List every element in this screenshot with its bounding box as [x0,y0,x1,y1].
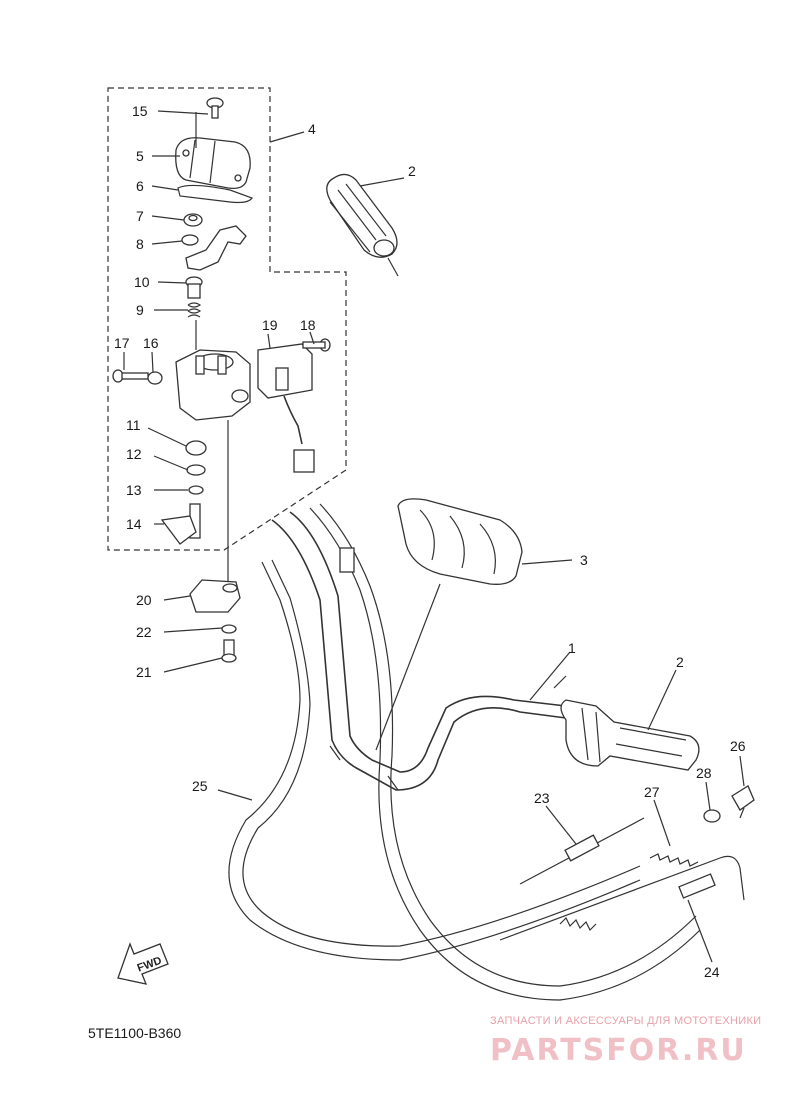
part-5-cover [175,137,251,190]
callout-21: 21 [136,664,152,680]
callout-15: 15 [132,103,148,119]
callout-23: 23 [534,790,550,806]
watermark: ЗАПЧАСТИ И АКСЕССУАРЫ ДЛЯ МОТОТЕХНИКИ PA… [490,1015,761,1068]
callout-25: 25 [192,778,208,794]
part-2-grip-upper [326,173,399,277]
part-14-shaft [160,503,201,545]
callout-24: 24 [704,964,720,980]
part-17-screw [112,369,149,383]
callout-2-lower: 2 [676,654,684,670]
fwd-arrow: FWD [117,942,169,985]
part-6-gasket [177,184,253,204]
part-15-screw [206,97,224,119]
callout-labels: 15 5 6 7 8 10 9 17 16 19 18 11 12 13 14 … [114,103,746,980]
part-10-collar [185,276,203,299]
part-switch-housing [175,349,251,421]
callout-17: 17 [114,335,130,351]
part-18-screw [302,338,331,352]
callout-19: 19 [262,317,278,333]
callout-22: 22 [136,624,152,640]
cable-bundle [309,503,701,1001]
part-3-pad [375,498,523,751]
callout-1: 1 [568,640,576,656]
callout-12: 12 [126,446,142,462]
part-19-switch-block [257,343,315,473]
part-8-lever [181,225,247,271]
part-16-nut [147,371,163,385]
callout-9: 9 [136,302,144,318]
switch-assembly-boundary [107,87,347,551]
part-22-washer [221,624,237,634]
callout-14: 14 [126,516,142,532]
part-28-joint [703,809,721,823]
part-23-cable [519,817,645,885]
part-20-clamp [189,579,241,613]
part-25-cable [228,559,641,961]
callout-2-upper: 2 [408,163,416,179]
part-21-bolt [221,639,237,663]
part-26-adjuster [731,785,755,819]
part-9-spring [187,302,202,318]
callout-7: 7 [136,208,144,224]
callout-20: 20 [136,592,152,608]
callout-11: 11 [126,417,141,433]
part-7-nut [183,213,203,227]
callout-5: 5 [136,148,144,164]
part-24-cable [499,855,745,941]
callout-6: 6 [136,178,144,194]
callout-8: 8 [136,236,144,252]
switch-axis-line [195,112,229,585]
watermark-tagline: ЗАПЧАСТИ И АКСЕССУАРЫ ДЛЯ МОТОТЕХНИКИ [490,1015,761,1027]
watermark-logo: PARTSFOR.RU [490,1033,747,1068]
callout-26: 26 [730,738,746,754]
part-2-grip-lower [560,699,700,771]
callout-27: 27 [644,784,660,800]
part-11-nut [185,440,207,456]
callout-4: 4 [308,121,316,137]
part-27-spring [649,853,699,867]
callout-13: 13 [126,482,142,498]
callout-16: 16 [143,335,159,351]
callout-18: 18 [300,317,316,333]
callout-10: 10 [134,274,150,290]
callout-28: 28 [696,765,712,781]
leader-lines [123,110,745,963]
diagram-code: 5TE1100-B360 [88,1025,181,1041]
part-12-washer [186,464,206,476]
part-13-washer [188,485,204,495]
callout-3: 3 [580,552,588,568]
part-1-handlebar [271,511,567,791]
